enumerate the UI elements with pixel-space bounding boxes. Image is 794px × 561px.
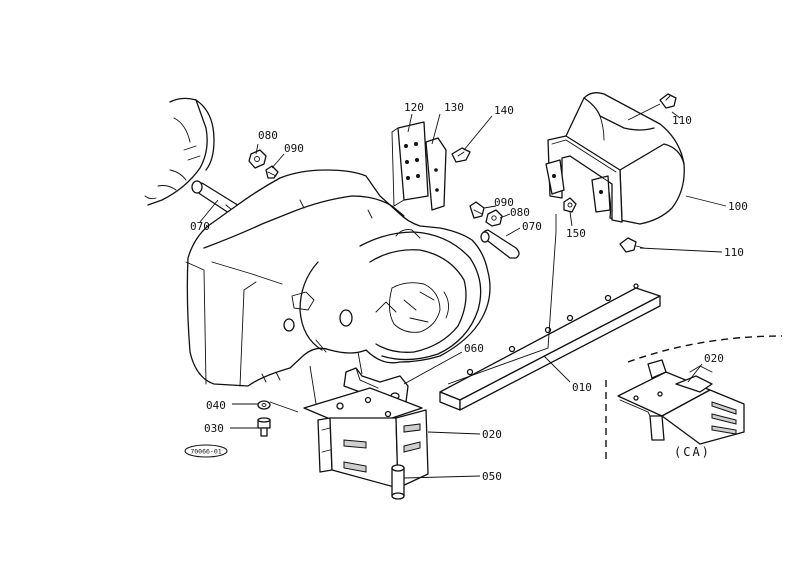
label-020-ca: 020 xyxy=(704,352,724,365)
nut-080-center xyxy=(485,209,503,227)
bracket-020 xyxy=(303,387,429,489)
label-080-center: 080 xyxy=(510,206,530,219)
label-020: 020 xyxy=(482,428,502,441)
leader-lines xyxy=(199,103,727,479)
bracket-weight-frame xyxy=(545,135,623,223)
bolt-090-center xyxy=(469,201,485,219)
bracket-120 xyxy=(391,121,429,207)
label-140: 140 xyxy=(494,104,514,117)
label-ca-variant: (CA) xyxy=(674,445,711,459)
bolt-030 xyxy=(257,417,271,437)
label-050: 050 xyxy=(482,470,502,483)
label-150: 150 xyxy=(566,227,586,240)
label-090-center: 090 xyxy=(494,196,514,209)
bracket-130 xyxy=(425,137,447,211)
label-010: 010 xyxy=(572,381,592,394)
pin-050 xyxy=(391,464,405,500)
label-030: 030 xyxy=(204,422,224,435)
bracket-020-ca xyxy=(617,359,745,445)
label-100: 100 xyxy=(728,200,748,213)
nut-080-left xyxy=(248,149,267,169)
label-120: 120 xyxy=(404,101,424,114)
ca-variant-separator xyxy=(605,335,783,460)
part-labels: 120 130 140 080 090 070 110 100 110 090 … xyxy=(190,101,748,483)
label-130: 130 xyxy=(444,101,464,114)
label-080-left: 080 xyxy=(258,129,278,142)
label-070-center: 070 xyxy=(522,220,542,233)
label-110-bottom: 110 xyxy=(724,246,744,259)
bolt-110-top xyxy=(659,93,677,109)
transmission-housing xyxy=(185,169,491,387)
label-090-left: 090 xyxy=(284,142,304,155)
bolt-140 xyxy=(451,147,471,163)
washer-040 xyxy=(257,400,271,410)
bolt-110-bottom xyxy=(619,237,645,253)
pin-070-center xyxy=(480,229,520,259)
label-040: 040 xyxy=(206,399,226,412)
label-070-left: 070 xyxy=(190,220,210,233)
drawing-code-stamp: 70066-01 xyxy=(184,444,228,458)
label-110-top: 110 xyxy=(672,114,692,127)
bolt-090-left xyxy=(265,165,279,179)
frame-bar-010 xyxy=(439,283,661,411)
drawing-code: 70066-01 xyxy=(190,448,221,456)
label-060: 060 xyxy=(464,342,484,355)
washer-150 xyxy=(563,197,577,213)
front-axle-fragment xyxy=(144,97,215,206)
